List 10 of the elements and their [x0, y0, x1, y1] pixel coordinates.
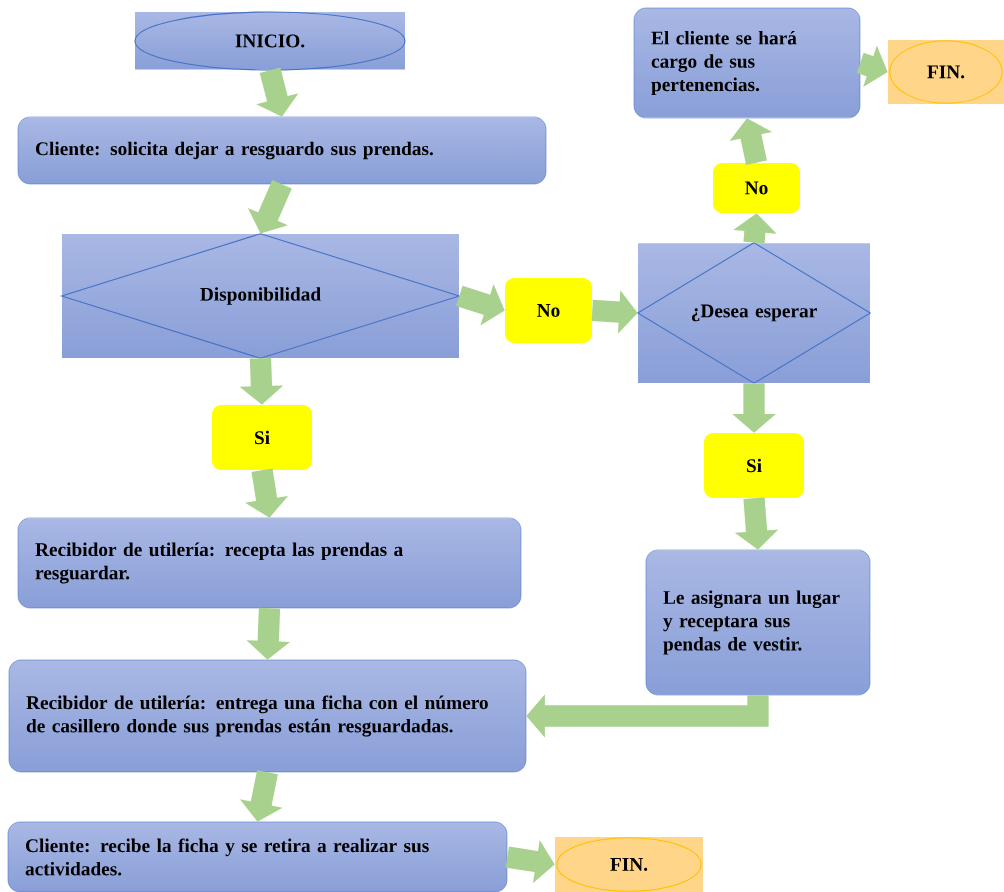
answer-box: No: [713, 163, 800, 213]
process-box: El cliente se hará cargo de sus pertenencias.: [633, 7, 861, 119]
answer-box: Si: [212, 405, 312, 470]
answer-box: Si: [704, 433, 804, 498]
process-box: Recibidor de utilería: recepta las prendas a resguardar.: [17, 517, 522, 609]
process-box: Cliente: recibe la ficha y se retira a realizar sus actividades.: [7, 821, 508, 892]
process-box: Le asignara un lugar y receptara sus pendas de vestir.: [645, 549, 871, 696]
process-box: Cliente: solicita dejar a resguardo sus prendas.: [17, 116, 547, 185]
answer-box: No: [505, 278, 592, 343]
process-box: Recibidor de utilería: entrega una ficha con el número de casillero donde sus prendas están resguardadas.: [8, 659, 527, 773]
